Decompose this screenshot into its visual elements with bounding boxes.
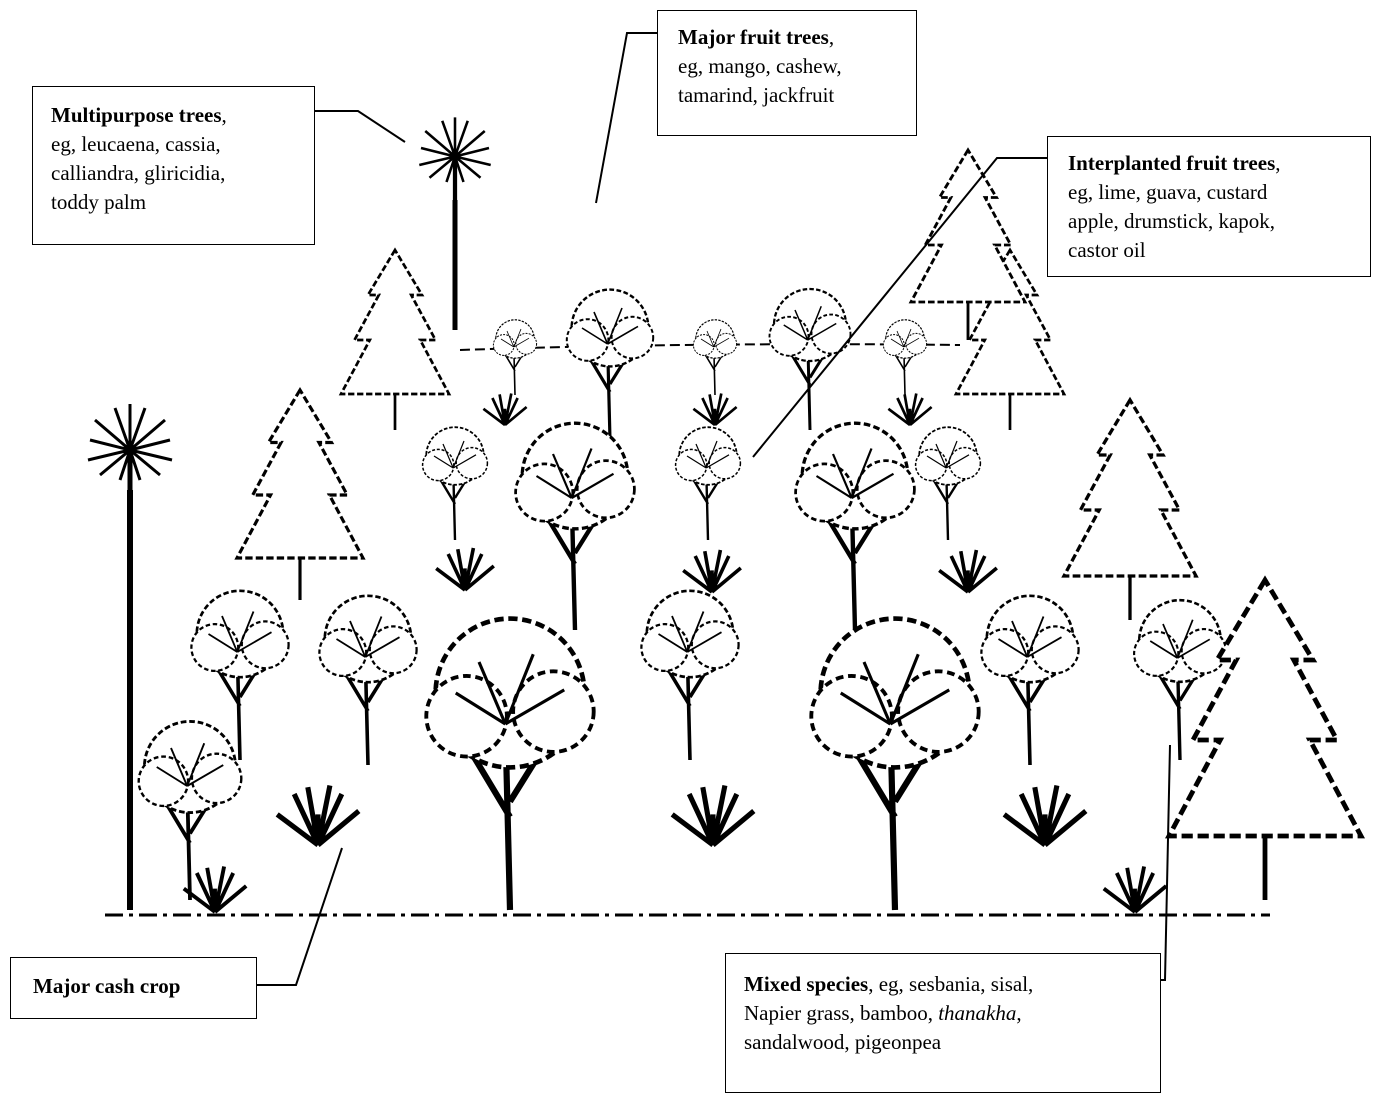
major-fruit-line-2: tamarind, jackfruit — [678, 83, 835, 107]
multipurpose-comma: , — [221, 103, 227, 127]
major-fruit-comma: , — [828, 25, 835, 49]
multipurpose-line-2: calliandra, gliricidia, — [51, 161, 226, 185]
mixed-line-3: sandalwood, pigeonpea — [744, 1030, 942, 1054]
leader-interplanted — [752, 157, 1047, 458]
interplanted-line-1: eg, lime, guava, custard — [1068, 180, 1268, 204]
callout-major-cash-crop: Major cash crop — [10, 957, 257, 1019]
palm-tree-top — [419, 117, 490, 330]
leader-major-fruit — [595, 32, 657, 204]
mixed-line-2b: , — [1016, 1001, 1022, 1025]
front-row-trees — [181, 588, 1169, 914]
mixed-line-2a: Napier grass, bamboo, — [744, 1001, 939, 1025]
palm-tree-left — [88, 404, 172, 910]
leader-multipurpose — [315, 110, 406, 143]
leader-cash-crop — [257, 847, 343, 986]
mixed-thanakha: thanakha — [938, 1001, 1017, 1025]
cash-crop-title: Major cash crop — [33, 974, 181, 998]
mixed-title: Mixed species — [744, 972, 869, 996]
interplanted-title: Interplanted fruit trees — [1068, 151, 1276, 175]
interplanted-line-3: castor oil — [1068, 238, 1146, 262]
callout-interplanted-fruit-trees: Interplanted fruit trees, eg, lime, guav… — [1047, 136, 1371, 277]
callout-mixed-species: Mixed species, eg, sesbania, sisal, Napi… — [725, 953, 1161, 1093]
callout-major-fruit-trees: Major fruit trees, eg, mango, cashew, ta… — [657, 10, 917, 136]
multipurpose-line-3: toddy palm — [51, 190, 147, 214]
major-fruit-title: Major fruit trees — [678, 25, 829, 49]
multipurpose-title: Multipurpose trees — [51, 103, 222, 127]
leader-mixed — [1160, 744, 1171, 981]
interplanted-line-2: apple, drumstick, kapok, — [1068, 209, 1276, 233]
mixed-line-1: , eg, sesbania, sisal, — [868, 972, 1034, 996]
back-row-trees — [482, 287, 933, 442]
left-hedgerow — [136, 248, 451, 902]
multipurpose-line-1: eg, leucaena, cassia, — [51, 132, 221, 156]
callout-multipurpose-trees: Multipurpose trees, eg, leucaena, cassia… — [32, 86, 315, 245]
leader-lines — [257, 32, 1171, 986]
interplanted-comma: , — [1275, 151, 1281, 175]
major-fruit-line-1: eg, mango, cashew, — [678, 54, 842, 78]
